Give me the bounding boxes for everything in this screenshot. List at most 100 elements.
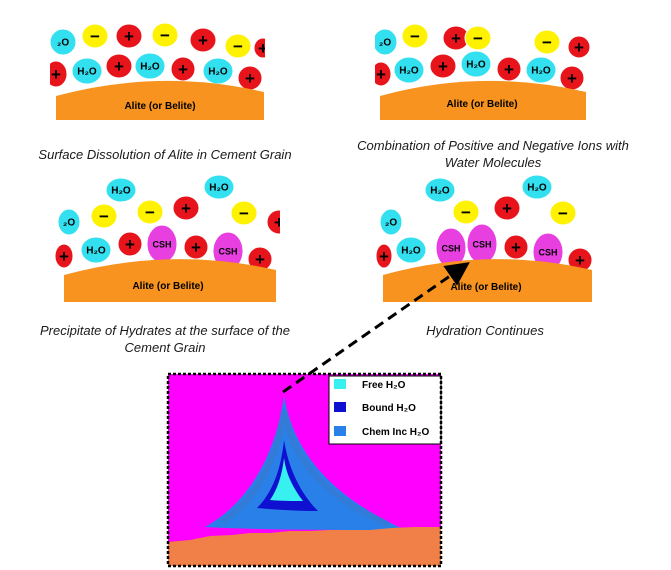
water-molecule: ₂O (50, 28, 77, 56)
caption-panel1: Surface Dissolution of Alite in Cement G… (38, 147, 292, 162)
water-molecule: H₂O (395, 236, 427, 264)
csh-hydrate: CSH (146, 224, 178, 264)
negative-ion-label: − (160, 26, 170, 45)
negative-ion-label: − (233, 37, 243, 56)
cement-grain (380, 80, 586, 120)
positive-ion: + (54, 243, 74, 269)
water-molecule: H₂O (71, 57, 103, 85)
legend-free-water: Free H₂O (362, 380, 406, 391)
water-molecule: H₂O (393, 56, 425, 84)
cement-grain (64, 259, 276, 302)
water-molecule-label: H₂O (527, 183, 547, 194)
positive-ion: + (496, 56, 522, 82)
legend-swatch-free (334, 379, 346, 389)
water-molecule-label: H₂O (209, 183, 229, 194)
csh-hydrate-label: CSH (538, 248, 557, 258)
chem-water-texture (220, 409, 390, 527)
negative-ion-label: − (145, 203, 155, 222)
water-molecule: H₂O (203, 175, 235, 200)
panel-ion-combination: ₂O−+−−++H₂O+H₂O+H₂O+ Alite (or Belite) (375, 23, 590, 120)
negative-ion: − (401, 23, 429, 49)
legend-box (328, 375, 442, 445)
water-molecule-label: ₂O (63, 218, 75, 229)
negative-ion-label: − (239, 204, 249, 223)
grain-label: Alite (or Belite) (124, 101, 195, 112)
positive-ion-label: + (51, 65, 61, 84)
positive-ion-label: + (245, 69, 255, 88)
water-molecule: H₂O (105, 177, 137, 203)
positive-ion-label: + (258, 39, 268, 58)
water-molecule-label: H₂O (430, 186, 450, 197)
csh-hydrate-label: CSH (218, 247, 237, 257)
negative-ion-label: − (99, 207, 109, 226)
water-molecule-label: H₂O (466, 60, 486, 71)
positive-ion: + (375, 61, 392, 87)
negative-ion: − (90, 203, 118, 229)
positive-ion-label: + (274, 213, 284, 232)
grain-label: Alite (or Belite) (446, 99, 517, 110)
water-molecule-label: ₂O (385, 218, 397, 229)
positive-ion: + (253, 37, 268, 59)
caption-panel2: Combination of Positive and Negative Ion… (357, 138, 629, 170)
csh-hydrate-label: CSH (441, 244, 460, 254)
negative-ion: − (533, 29, 561, 55)
positive-ion: + (266, 209, 284, 235)
water-molecule: H₂O (80, 236, 112, 264)
microstructure-panel: Free H₂O Bound H₂O Chem Inc H₂O (166, 372, 443, 568)
water-molecule-label: H₂O (531, 66, 551, 77)
negative-ion-label: − (558, 204, 568, 223)
zoom-arrow (282, 262, 470, 394)
caption-panel3: Precipitate of Hydrates at the surface o… (39, 323, 291, 355)
positive-ion-label: + (502, 199, 512, 218)
negative-ion: − (230, 200, 258, 226)
positive-ion-label: + (191, 238, 201, 257)
positive-ion-label: + (511, 238, 521, 257)
water-molecule: H₂O (460, 50, 492, 78)
water-molecule-label: H₂O (86, 246, 106, 257)
legend-swatch-bound (334, 402, 346, 412)
positive-ion: + (115, 23, 143, 49)
grain-label: Alite (or Belite) (132, 281, 203, 292)
positive-ion: + (183, 234, 209, 260)
water-molecule-label: H₂O (77, 67, 97, 78)
positive-ion-label: + (451, 29, 461, 48)
water-molecule-label: H₂O (111, 186, 131, 197)
positive-ion-label: + (376, 65, 386, 84)
water-molecule-label: H₂O (208, 67, 228, 78)
water-molecule-label: ₂O (379, 38, 391, 49)
positive-ion: + (105, 53, 133, 79)
negative-ion-label: − (90, 27, 100, 46)
micro-grain (168, 527, 441, 566)
csh-hydrate-label: CSH (152, 240, 171, 250)
positive-ion: + (50, 60, 68, 88)
water-molecule: ₂O (375, 28, 398, 56)
positive-ion-label: + (504, 60, 514, 79)
free-water-region (270, 458, 303, 501)
legend-bound-water: Bound H₂O (362, 403, 416, 414)
negative-ion: − (464, 25, 492, 51)
negative-ion-label: − (461, 203, 471, 222)
negative-ion: − (151, 22, 179, 48)
positive-ion: + (559, 65, 585, 91)
water-molecule: H₂O (424, 177, 456, 203)
legend-chem-water: Chem Inc H₂O (362, 427, 429, 438)
positive-ion-label: + (438, 57, 448, 76)
positive-ion: + (567, 35, 590, 59)
negative-ion: − (549, 200, 577, 226)
positive-ion-label: + (114, 57, 124, 76)
positive-ion: + (503, 234, 529, 260)
positive-ion-label: + (125, 235, 135, 254)
water-molecule-label: H₂O (140, 62, 160, 73)
positive-ion: + (170, 56, 196, 82)
caption-panel4: Hydration Continues (426, 323, 544, 338)
cement-grain (383, 259, 592, 302)
negative-ion: − (452, 199, 480, 225)
positive-ion: + (117, 231, 143, 257)
water-molecule: H₂O (521, 175, 553, 200)
water-molecule-label: ₂O (57, 38, 69, 49)
water-molecule: ₂O (57, 208, 81, 236)
positive-ion-label: + (59, 247, 69, 266)
positive-ion-label: + (567, 69, 577, 88)
